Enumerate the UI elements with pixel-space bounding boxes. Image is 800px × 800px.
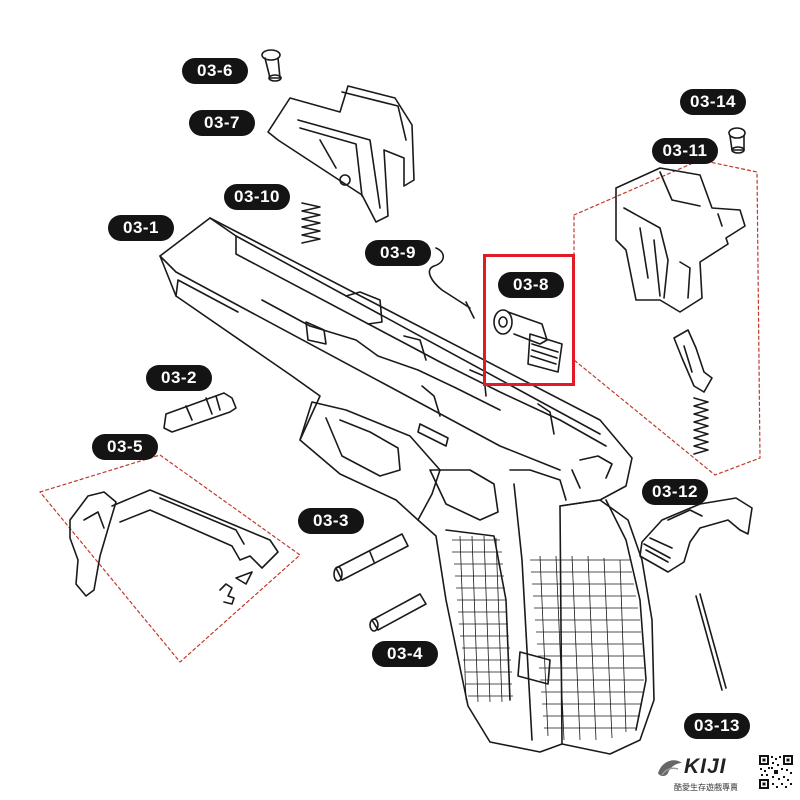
part-03-6-pin	[261, 49, 282, 82]
part-03-7-rail-module	[267, 85, 415, 223]
part-03-13-rod	[695, 593, 727, 691]
part-03-3-pin	[333, 533, 409, 582]
brand-wordmark: KIJI	[684, 755, 727, 778]
label-03-5[interactable]: 03-5	[92, 434, 158, 460]
highlight-box-03-8	[483, 254, 575, 386]
part-03-4-pin	[369, 593, 427, 632]
label-03-14[interactable]: 03-14	[680, 89, 746, 115]
part-03-12-magazine-catch	[639, 497, 753, 573]
part-03-11-lever	[673, 329, 713, 393]
label-03-13[interactable]: 03-13	[684, 713, 750, 739]
brand-tagline: 酷愛生存遊戲專賣	[674, 783, 738, 792]
grip-texture	[452, 535, 644, 741]
part-03-2-trigger-pin	[163, 392, 237, 433]
label-03-8[interactable]: 03-8	[498, 272, 564, 298]
label-03-12[interactable]: 03-12	[642, 479, 708, 505]
trigger-group-outline	[39, 454, 301, 663]
label-03-4[interactable]: 03-4	[372, 641, 438, 667]
part-03-5-trigger-assembly	[69, 489, 279, 605]
label-03-1[interactable]: 03-1	[108, 215, 174, 241]
kiji-logo	[658, 760, 682, 776]
label-03-9[interactable]: 03-9	[365, 240, 431, 266]
part-03-14-pin	[728, 127, 746, 154]
part-03-1-frame	[159, 217, 655, 755]
brand-mark: KIJI 酷愛生存遊戲專賣	[656, 755, 752, 795]
label-03-10[interactable]: 03-10	[224, 184, 290, 210]
part-03-9-wire-spring	[428, 247, 475, 319]
part-03-11-locking-block	[615, 167, 746, 313]
label-03-7[interactable]: 03-7	[189, 110, 255, 136]
part-03-10-spring	[301, 202, 321, 244]
locking-block-group-outline	[573, 159, 761, 476]
qr-code-icon	[758, 754, 794, 790]
part-03-8-slide-lock	[493, 309, 563, 373]
part-03-11-spring	[693, 397, 709, 455]
label-03-11[interactable]: 03-11	[652, 138, 718, 164]
label-03-3[interactable]: 03-3	[298, 508, 364, 534]
label-03-6[interactable]: 03-6	[182, 58, 248, 84]
label-03-2[interactable]: 03-2	[146, 365, 212, 391]
